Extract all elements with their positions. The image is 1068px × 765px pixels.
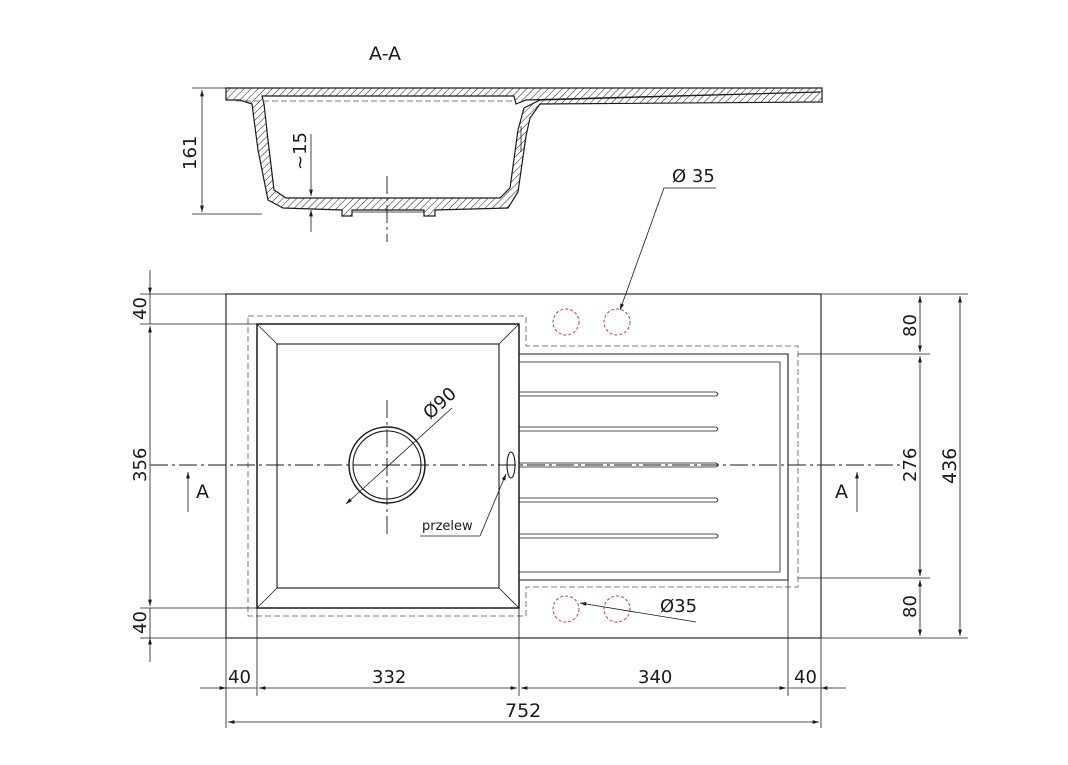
drainer-rib — [519, 497, 719, 503]
sink-outline — [225, 293, 822, 639]
bottom-dim-margin-left-label: 40 — [228, 667, 251, 688]
bowl-corner-tl — [256, 323, 278, 345]
tap-hole-top-label: Ø 35 — [672, 166, 715, 187]
drainer-outline — [519, 353, 789, 581]
tap-hole-top-2 — [603, 308, 631, 336]
section-marker-right: A — [835, 481, 848, 503]
drainer-rib — [519, 391, 719, 397]
bottom-thickness-label: ~15 — [290, 132, 311, 170]
cutout-dashed — [247, 315, 799, 617]
section-view: A-A 161 ~15 — [180, 43, 823, 242]
overflow-leader — [479, 473, 507, 537]
drainer-inner — [519, 361, 781, 573]
right-dim-bottom-label: 80 — [900, 595, 921, 618]
bottom-dim-margin-right-label: 40 — [794, 667, 817, 688]
bowl-corner-br — [498, 587, 520, 609]
drainer-rib — [519, 426, 719, 432]
tap-hole-bottom-leader — [579, 602, 697, 623]
right-dim-middle-label: 276 — [900, 448, 921, 482]
left-dim-middle-label: 356 — [130, 448, 151, 482]
section-title: A-A — [369, 43, 401, 65]
bottom-dim-total-label: 752 — [505, 700, 541, 722]
drainer-rib — [519, 533, 719, 539]
bottom-dim-drainer-label: 340 — [638, 667, 672, 688]
tap-hole-top-1 — [552, 308, 580, 336]
tap-hole-bottom-1 — [552, 595, 580, 623]
section-marker-left: A — [196, 481, 209, 503]
section-cavity — [261, 91, 821, 199]
bottom-dim-bowl-label: 332 — [372, 667, 406, 688]
left-dim-bottom-label: 40 — [130, 611, 151, 634]
tap-hole-bottom-2 — [603, 595, 631, 623]
plan-view: Ø90 A A Ø 35 Ø35 przelew 40 356 — [130, 166, 968, 728]
right-dim-top-label: 80 — [900, 314, 921, 337]
bowl-corner-bl — [256, 587, 278, 609]
right-dim-total-label: 436 — [939, 448, 961, 484]
left-dim-top-label: 40 — [130, 297, 151, 320]
bowl-inner — [276, 343, 500, 589]
bowl-corner-tr — [498, 323, 520, 345]
tap-hole-bottom-label: Ø35 — [660, 596, 697, 617]
tap-hole-top-leader — [619, 187, 665, 311]
depth-label: 161 — [180, 136, 201, 170]
drain-dim-leader — [345, 407, 453, 505]
drain-label: Ø90 — [419, 383, 461, 423]
bowl-outer — [256, 323, 520, 609]
overflow-label: przelew — [422, 519, 473, 534]
